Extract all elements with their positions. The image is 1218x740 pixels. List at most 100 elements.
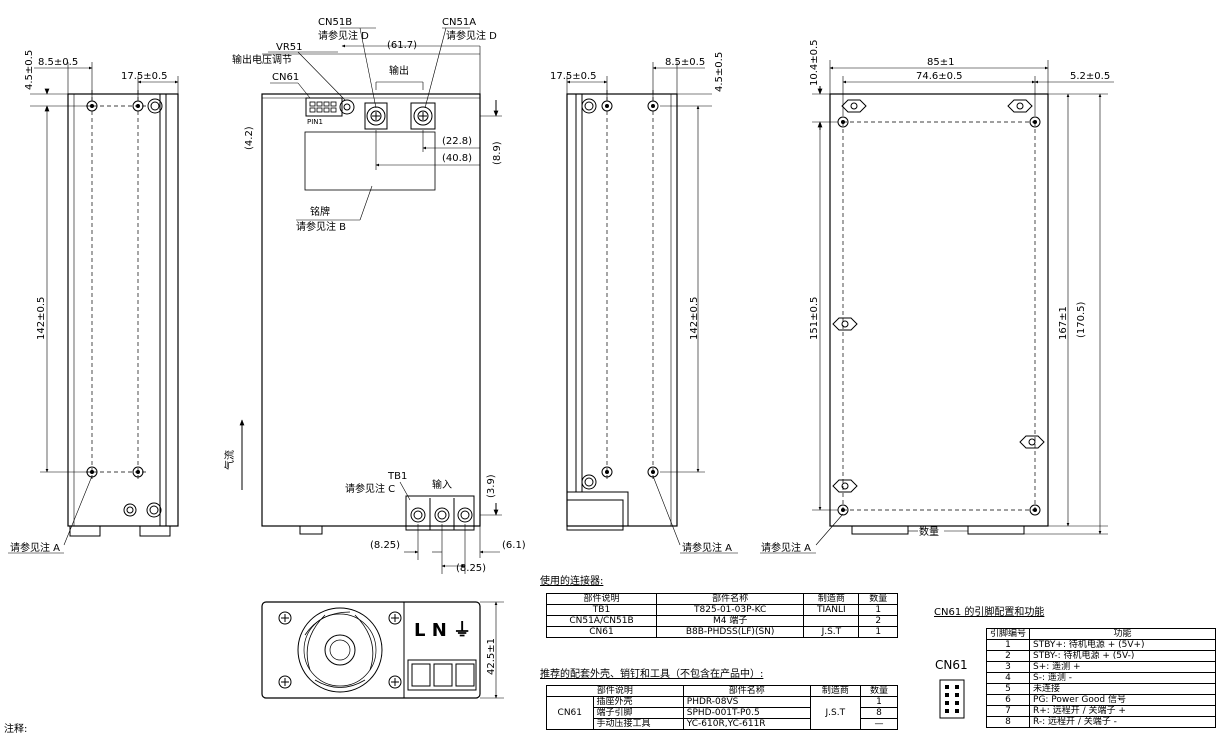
table-cell: PG: Power Good 信号 bbox=[1029, 694, 1216, 706]
nameplate-label: 铭牌 bbox=[310, 205, 330, 218]
table-row: CN61 插座外壳 PHDR-08VS J.S.T 1 bbox=[546, 696, 899, 730]
table-cell: R-: 远程开 / 关端子 - bbox=[1029, 716, 1216, 728]
dim-8-5-right: 8.5±0.5 bbox=[665, 57, 705, 68]
table-row: 端子引脚 SPHD-001T-P0.5 8 bbox=[547, 707, 899, 719]
table-cell: CN61 bbox=[546, 626, 657, 638]
connectors-table: 部件说明 部件名称 制造商 数量 TB1 T825-01-03P-KC TIAN… bbox=[546, 593, 898, 638]
vr51-label: VR51 bbox=[276, 42, 303, 53]
note-b-label: 请参见注 B bbox=[296, 220, 346, 233]
dim-3-9: (3.9) bbox=[486, 474, 497, 498]
table-cell: B8B-PHDSS(LF)(SN) bbox=[655, 626, 805, 638]
table-maker-cell: J.S.T bbox=[809, 696, 861, 730]
note-a-label-left: 请参见注 A bbox=[10, 541, 60, 554]
table-cell: 4 bbox=[985, 672, 1031, 684]
quantity-label: 数量 bbox=[919, 525, 939, 538]
pin1-label: PIN1 bbox=[307, 118, 323, 126]
table-cell: T825-01-03P-KC bbox=[655, 604, 805, 616]
dim-4-5-right: 4.5±0.5 bbox=[714, 52, 725, 92]
table-cell bbox=[803, 615, 860, 627]
table-header: 引脚编号 bbox=[985, 628, 1031, 640]
table-cell: 插座外壳 bbox=[592, 696, 684, 708]
table-cell: 2 bbox=[985, 650, 1031, 662]
airflow-indicator: 气流 bbox=[223, 419, 245, 490]
table-header: 功能 bbox=[1029, 628, 1216, 640]
table-header: 部件说明 bbox=[546, 593, 657, 605]
dim-42-5: 42.5±1 bbox=[486, 638, 497, 675]
note-d-label-a: 请参见注 D bbox=[446, 29, 497, 42]
table-cell: SPHD-001T-P0.5 bbox=[682, 707, 811, 719]
table-header: 部件名称 bbox=[682, 685, 811, 697]
table-cell: 1 bbox=[985, 639, 1031, 651]
lng-label: L N ⏚ bbox=[414, 620, 471, 641]
table-cell: YC-610R,YC-611R bbox=[682, 718, 811, 730]
dim-167: 167±1 bbox=[1058, 306, 1069, 340]
cn51a-label: CN51A bbox=[442, 17, 476, 28]
table-cell: 端子引脚 bbox=[592, 707, 684, 719]
dim-8-5-left: 8.5±0.5 bbox=[38, 57, 78, 68]
dim-8-25-b: (8.25) bbox=[456, 563, 486, 574]
output-label: 输出 bbox=[389, 64, 409, 77]
table-cell: 1 bbox=[859, 696, 899, 708]
table-cell: TIANLI bbox=[803, 604, 860, 616]
connectors-caption: 使用的连接器: bbox=[540, 576, 604, 587]
mating-caption: 推荐的配套外壳、销钉和工具（不包含在产品中）: bbox=[540, 669, 764, 680]
table-header: 制造商 bbox=[803, 593, 860, 605]
dim-170-5: (170.5) bbox=[1076, 301, 1087, 338]
table-cell: PHDR-08VS bbox=[682, 696, 811, 708]
table-cell: 8 bbox=[985, 716, 1031, 728]
table-cell: 1 bbox=[858, 626, 898, 638]
table-cell: 3 bbox=[985, 661, 1031, 673]
note-a-label-right: 请参见注 A bbox=[682, 541, 732, 554]
dim-6-1: (6.1) bbox=[502, 540, 526, 551]
tb1-label: TB1 bbox=[387, 471, 407, 482]
table-cell: 8 bbox=[859, 707, 899, 719]
table-cell: 6 bbox=[985, 694, 1031, 706]
airflow-label: 气流 bbox=[223, 450, 236, 470]
table-cell: 1 bbox=[858, 604, 898, 616]
cn61-big-label: CN61 bbox=[935, 658, 968, 672]
table-row: CN51A/CN51B M4 端子 2 bbox=[546, 615, 898, 627]
dim-17-5-right: 17.5±0.5 bbox=[550, 71, 597, 82]
table-cell: S+: 遥测 + bbox=[1029, 661, 1216, 673]
dim-4-5-left: 4.5±0.5 bbox=[24, 50, 35, 90]
table-cell: 手动压接工具 bbox=[592, 718, 684, 730]
dim-40-8: (40.8) bbox=[442, 153, 472, 164]
bottom-view: 85±1 74.6±0.5 5.2±0.5 10.4±0.5 151±0.5 1… bbox=[760, 39, 1114, 554]
front-view: PIN1 CN51B 请参见注 D CN51A 请参见注 D VR51 输出电压… bbox=[232, 17, 526, 574]
note-d-label-b: 请参见注 D bbox=[318, 29, 369, 42]
input-label: 输入 bbox=[432, 478, 452, 491]
table-cell: TB1 bbox=[546, 604, 657, 616]
table-header-row: 部件说明 部件名称 制造商 数量 bbox=[546, 685, 899, 697]
table-header-row: 引脚编号 功能 bbox=[985, 628, 1216, 640]
pin-table-caption: CN61 的引脚配置和功能 bbox=[934, 607, 1045, 618]
dim-142-left: 142±0.5 bbox=[36, 297, 47, 340]
table-cell: STBY-: 待机电源 + (5V-) bbox=[1029, 650, 1216, 662]
table-header-row: 部件说明 部件名称 制造商 数量 bbox=[546, 593, 898, 605]
dim-8-25-a: (8.25) bbox=[370, 540, 400, 551]
dim-5-2: 5.2±0.5 bbox=[1070, 71, 1110, 82]
cn61-label: CN61 bbox=[272, 72, 299, 83]
table-cell: 2 bbox=[858, 615, 898, 627]
table-cell: — bbox=[859, 718, 899, 730]
table-cell: S-: 遥测 - bbox=[1029, 672, 1216, 684]
dim-74-6: 74.6±0.5 bbox=[916, 71, 963, 82]
table-cell: M4 端子 bbox=[655, 615, 805, 627]
table-cell: 5 bbox=[985, 683, 1031, 695]
dim-4-2: (4.2) bbox=[244, 126, 255, 150]
end-view: L N ⏚ 42.5±1 bbox=[261, 601, 504, 699]
table-header: 部件名称 bbox=[655, 593, 805, 605]
mating-table: 部件说明 部件名称 制造商 数量 CN61 插座外壳 PHDR-08VS J.S… bbox=[546, 685, 899, 730]
nameplate-area bbox=[304, 131, 436, 191]
note-a-label-bottom: 请参见注 A bbox=[761, 541, 811, 554]
dim-8-9: (8.9) bbox=[492, 141, 503, 165]
dim-22-8: (22.8) bbox=[442, 136, 472, 147]
table-header: 部件说明 bbox=[546, 685, 684, 697]
right-side-view: 17.5±0.5 8.5±0.5 4.5±0.5 142±0.5 请参见注 A bbox=[550, 52, 738, 554]
